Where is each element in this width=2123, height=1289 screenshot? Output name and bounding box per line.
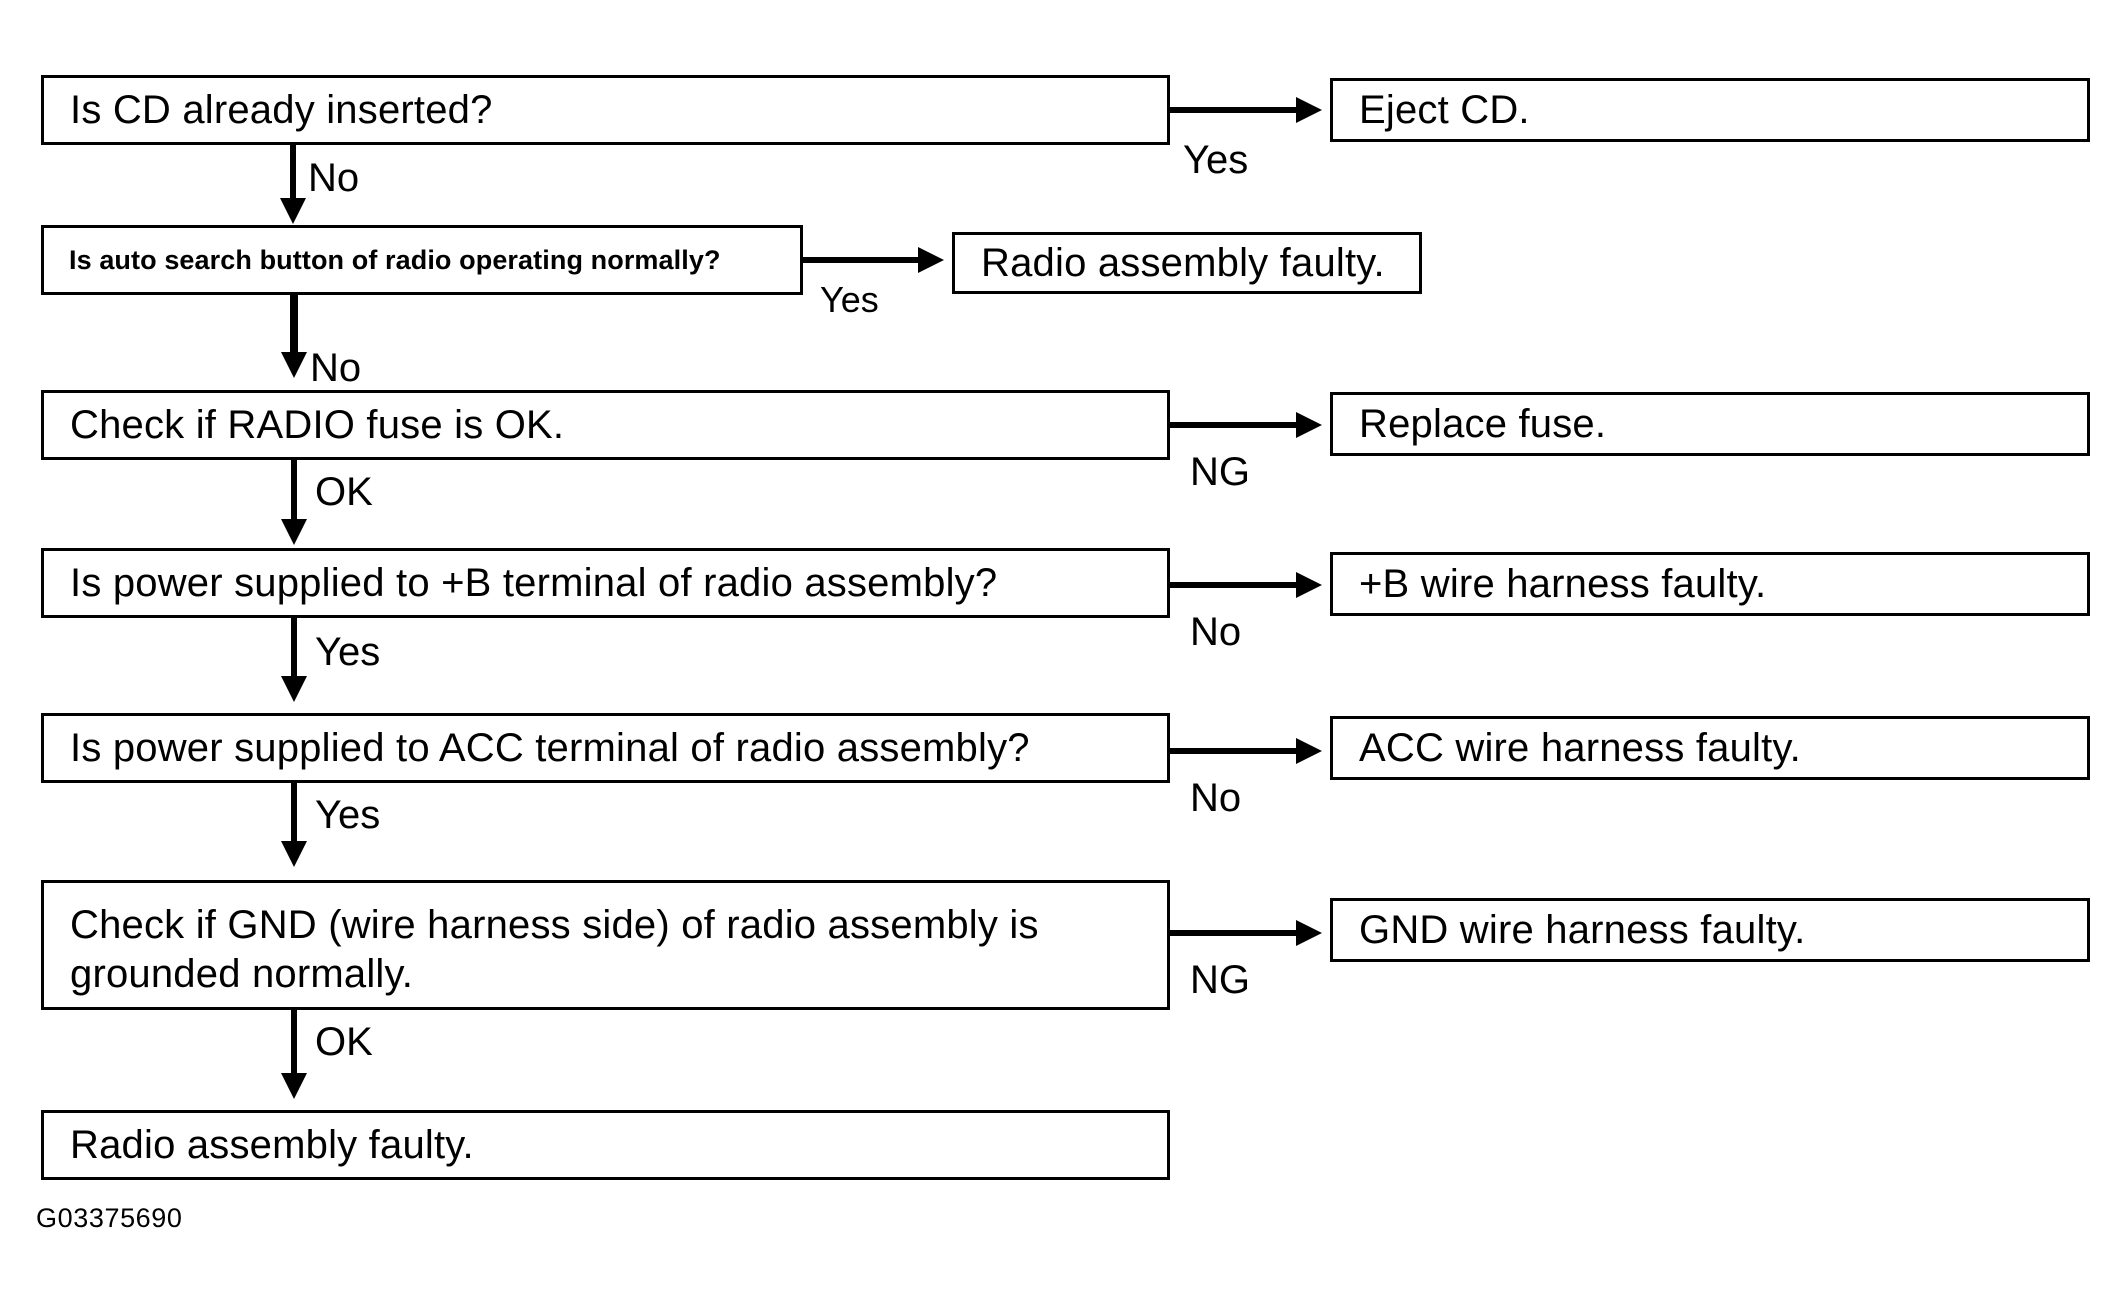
branch-label-gnd-check: NG bbox=[1190, 958, 1250, 1002]
branch-line-auto-search bbox=[803, 257, 918, 263]
result-text-replace-fuse: Replace fuse. bbox=[1359, 401, 1607, 446]
branch-label-auto-search: Yes bbox=[820, 279, 879, 320]
branch-label-radio-fuse: NG bbox=[1190, 450, 1250, 494]
flow-label-gnd-to-final: OK bbox=[315, 1020, 373, 1064]
flow-arrowhead-auto-search-to-fuse bbox=[281, 352, 307, 378]
flow-label-acc-to-gnd: Yes bbox=[315, 793, 381, 837]
branch-arrowhead-auto-search bbox=[918, 247, 944, 273]
flow-line-cd-to-auto-search bbox=[290, 145, 296, 201]
step-question-gnd-check: Check if GND (wire harness side) of radi… bbox=[70, 903, 1039, 996]
flow-label-fuse-to-b-terminal: OK bbox=[315, 470, 373, 514]
flow-line-acc-to-gnd bbox=[291, 783, 297, 845]
branch-line-cd-inserted bbox=[1170, 107, 1296, 113]
branch-line-gnd-check bbox=[1170, 930, 1296, 936]
flow-line-gnd-to-final bbox=[291, 1010, 297, 1076]
flow-line-auto-search-to-fuse bbox=[290, 295, 298, 357]
step-box-cd-inserted: Is CD already inserted? bbox=[41, 75, 1170, 145]
branch-line-b-terminal bbox=[1170, 582, 1296, 588]
result-box-gnd-wire-harness: GND wire harness faulty. bbox=[1330, 898, 2090, 962]
branch-label-cd-inserted: Yes bbox=[1183, 138, 1249, 182]
flow-label-cd-to-auto-search: No bbox=[308, 156, 360, 200]
step-box-auto-search: Is auto search button of radio operating… bbox=[41, 225, 803, 295]
result-text-gnd-wire-harness: GND wire harness faulty. bbox=[1359, 907, 1806, 952]
result-text-final-radio-faulty: Radio assembly faulty. bbox=[70, 1122, 474, 1167]
branch-arrowhead-acc-terminal bbox=[1296, 738, 1322, 764]
flow-arrowhead-fuse-to-b-terminal bbox=[281, 519, 307, 545]
flow-arrowhead-cd-to-auto-search bbox=[280, 198, 306, 224]
result-text-b-wire-harness: +B wire harness faulty. bbox=[1359, 561, 1767, 606]
step-box-gnd-check: Check if GND (wire harness side) of radi… bbox=[41, 880, 1170, 1010]
flow-label-auto-search-to-fuse: No bbox=[310, 346, 362, 390]
step-question-radio-fuse: Check if RADIO fuse is OK. bbox=[70, 402, 565, 447]
step-question-auto-search: Is auto search button of radio operating… bbox=[69, 244, 721, 275]
branch-line-acc-terminal bbox=[1170, 748, 1296, 754]
step-box-radio-fuse: Check if RADIO fuse is OK. bbox=[41, 390, 1170, 460]
result-text-radio-faulty-1: Radio assembly faulty. bbox=[981, 240, 1385, 285]
step-question-b-terminal: Is power supplied to +B terminal of radi… bbox=[70, 560, 998, 605]
result-box-final-radio-faulty: Radio assembly faulty. bbox=[41, 1110, 1170, 1180]
branch-line-radio-fuse bbox=[1170, 422, 1296, 428]
flow-label-b-to-acc: Yes bbox=[315, 630, 381, 674]
branch-label-acc-terminal: No bbox=[1190, 776, 1242, 820]
step-question-acc-terminal: Is power supplied to ACC terminal of rad… bbox=[70, 725, 1030, 770]
result-box-b-wire-harness: +B wire harness faulty. bbox=[1330, 552, 2090, 616]
flow-arrowhead-gnd-to-final bbox=[281, 1073, 307, 1099]
flow-arrowhead-b-to-acc bbox=[281, 676, 307, 702]
result-box-acc-wire-harness: ACC wire harness faulty. bbox=[1330, 716, 2090, 780]
branch-arrowhead-b-terminal bbox=[1296, 572, 1322, 598]
flow-line-fuse-to-b-terminal bbox=[291, 460, 297, 523]
branch-label-b-terminal: No bbox=[1190, 610, 1242, 654]
step-question-cd-inserted: Is CD already inserted? bbox=[70, 87, 493, 132]
result-box-eject-cd: Eject CD. bbox=[1330, 78, 2090, 142]
result-text-eject-cd: Eject CD. bbox=[1359, 87, 1530, 132]
branch-arrowhead-gnd-check bbox=[1296, 920, 1322, 946]
flow-arrowhead-acc-to-gnd bbox=[281, 841, 307, 867]
result-text-acc-wire-harness: ACC wire harness faulty. bbox=[1359, 725, 1801, 770]
figure-code-label: G03375690 bbox=[36, 1203, 183, 1233]
result-box-radio-faulty-1: Radio assembly faulty. bbox=[952, 232, 1422, 294]
step-box-b-terminal: Is power supplied to +B terminal of radi… bbox=[41, 548, 1170, 618]
flow-line-b-to-acc bbox=[291, 618, 297, 680]
branch-arrowhead-cd-inserted bbox=[1296, 97, 1322, 123]
result-box-replace-fuse: Replace fuse. bbox=[1330, 392, 2090, 456]
branch-arrowhead-radio-fuse bbox=[1296, 412, 1322, 438]
step-box-acc-terminal: Is power supplied to ACC terminal of rad… bbox=[41, 713, 1170, 783]
